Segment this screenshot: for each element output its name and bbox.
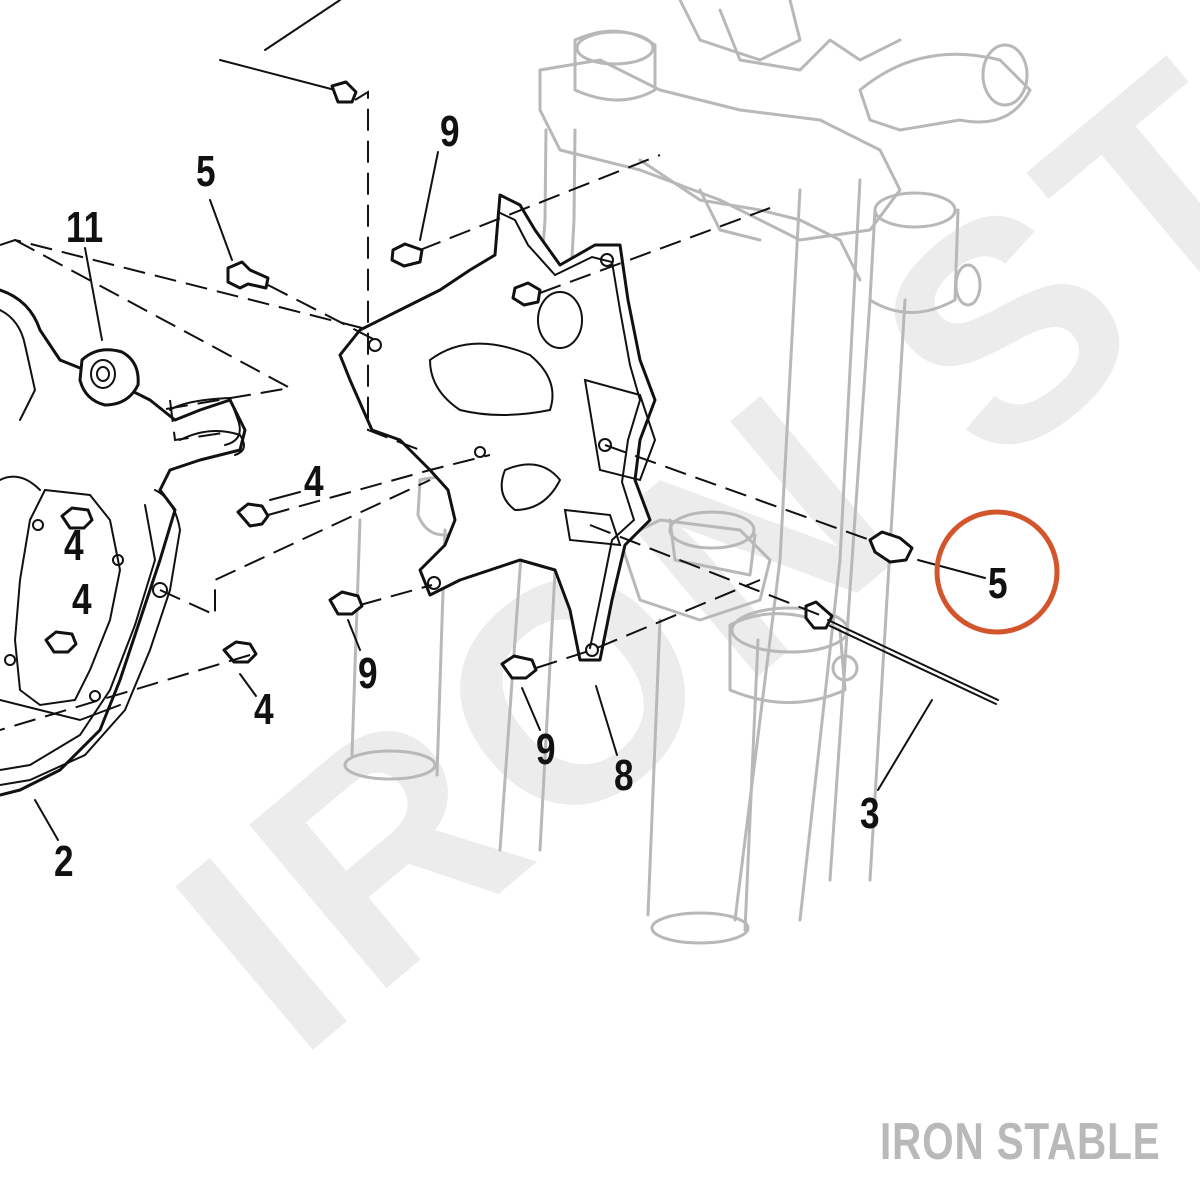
callout-2: 2 [54, 837, 74, 886]
callout-5-top: 5 [196, 147, 216, 196]
callout-8: 8 [614, 751, 634, 800]
callout-9-low: 9 [536, 725, 556, 774]
callout-9-mid: 9 [358, 649, 378, 698]
callout-5-highlight: 5 [988, 559, 1008, 608]
fasteners [44, 59, 999, 705]
fork-assembly-ghost [343, 0, 1032, 945]
callout-3: 3 [860, 789, 880, 838]
bracket-part-8 [338, 193, 657, 662]
callout-11: 11 [66, 203, 104, 252]
callout-9-top: 9 [440, 107, 460, 156]
shroud-part-2 [0, 288, 247, 797]
brand-logo-text: IRON STABLE [880, 1113, 1161, 1171]
assembly-lines [0, 90, 871, 731]
watermark-text: IRON STABLE [116, 0, 1200, 1114]
leader-lines [34, 0, 986, 841]
bushing-part-11 [78, 348, 140, 407]
callout-4-left-a: 4 [64, 521, 84, 570]
highlight-ring [934, 509, 1060, 635]
callout-4-low: 4 [254, 685, 274, 734]
callout-4-right: 4 [304, 457, 324, 506]
callout-4-left-b: 4 [72, 575, 92, 624]
